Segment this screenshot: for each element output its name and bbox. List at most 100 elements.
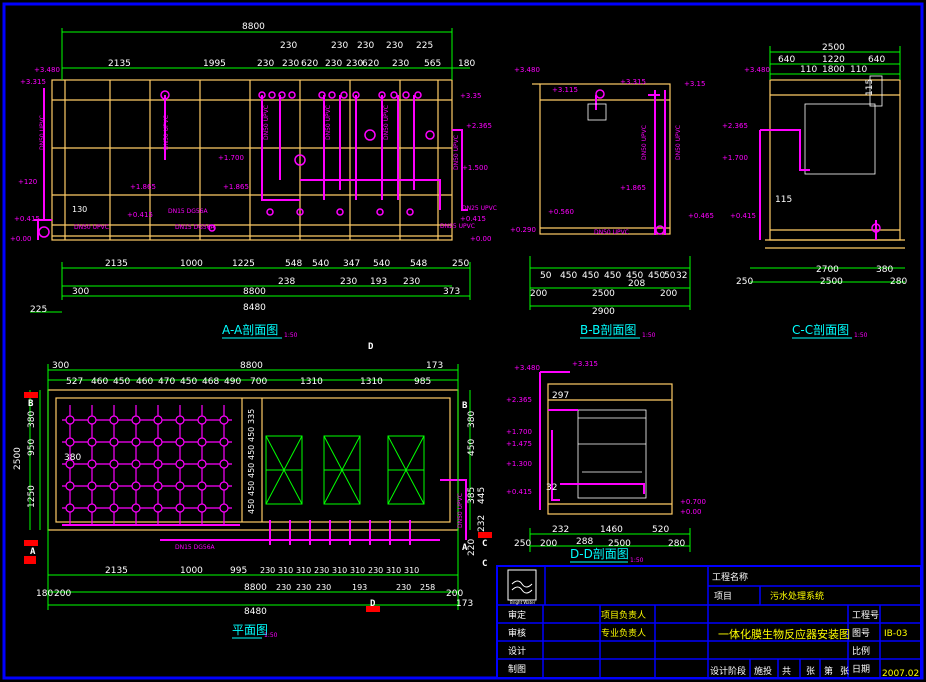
tb-project-label: 项目 — [714, 591, 732, 602]
plan-dim: 310 — [386, 566, 401, 575]
cc-dim: 380 — [876, 265, 893, 275]
bb-scale: 1:50 — [642, 332, 656, 339]
dd-dim: 1460 — [600, 525, 623, 535]
section-mark: D — [368, 342, 374, 352]
cc-dim: 640 — [778, 55, 795, 65]
tb-bottom-label: 第 — [824, 665, 833, 677]
aa-dim: 230 — [386, 41, 403, 51]
bb-dim: 450 — [582, 271, 599, 281]
cc-dim: 2500 — [822, 43, 845, 53]
cc-dim: 1220 — [822, 55, 845, 65]
tb-bottom-label: 共 — [782, 666, 791, 677]
tb-row-label: 审核 — [508, 627, 526, 639]
dd-level: +0.415 — [506, 488, 532, 496]
aa-level: +0.415 — [460, 215, 486, 223]
plan-dim: 8800 — [244, 583, 267, 593]
section-mark: C — [482, 539, 487, 549]
tb-right-label: 工程号 — [852, 610, 879, 621]
plan-membrane-modules — [265, 435, 425, 505]
aa-scale: 1:50 — [284, 332, 298, 339]
aa-level: +1.500 — [462, 164, 488, 172]
cc-dim: 1800 — [822, 65, 845, 75]
plan-dim: 310 — [350, 566, 365, 575]
dd-scale: 1:50 — [630, 557, 644, 564]
plan-dim: 310 — [278, 566, 293, 575]
plan-side-dim: 450 — [467, 439, 477, 456]
bb-note: DN50 UPVC — [594, 229, 629, 236]
dd-dimensions — [529, 528, 691, 552]
plan-dim: 1310 — [300, 377, 323, 387]
plan-dim: 230 — [276, 583, 291, 592]
plan-side-dim: 450 — [247, 463, 256, 478]
plan-dim: 230 — [368, 566, 383, 575]
section-plan: 300 8800 173 527 460 450 460 470 450 468… — [13, 342, 492, 639]
aa-dim: 620 — [362, 59, 379, 69]
cc-title: C-C剖面图 — [792, 323, 849, 337]
aa-level: +0.415 — [14, 215, 40, 223]
cc-dim: 2500 — [820, 277, 843, 287]
dd-dim: 288 — [576, 537, 593, 547]
tb-right-label: 日期 — [852, 664, 870, 675]
cc-level: +1.700 — [722, 154, 748, 162]
tb-project-name-label: 工程名称 — [712, 571, 748, 583]
bb-dim: 50 — [664, 271, 676, 281]
aa-pipe-note: 130 — [72, 205, 87, 214]
aa-dim: 300 — [72, 287, 89, 297]
cc-module — [804, 75, 883, 175]
aa-dim: 8480 — [243, 303, 266, 313]
dd-dim: 32 — [546, 483, 557, 493]
plan-dim: 995 — [230, 566, 247, 576]
bb-level: +3.15 — [684, 80, 705, 88]
aa-pipe-note: DN50 UPVC — [453, 135, 460, 170]
aa-pipe-note: DN50 UPVC — [74, 224, 109, 231]
section-mark: B — [462, 401, 468, 411]
plan-note: DN50 UPVC — [457, 493, 464, 528]
plan-dim: 200 — [446, 589, 463, 599]
bb-level: +3.480 — [514, 66, 540, 74]
aa-level: +1.865 — [223, 183, 249, 191]
aa-level: +3.35 — [460, 92, 481, 100]
cc-dim: 640 — [868, 55, 885, 65]
bb-level: +0.465 — [688, 212, 714, 220]
plan-dim: 230 — [314, 566, 329, 575]
plan-dim: 2135 — [105, 566, 128, 576]
dd-dim: 297 — [552, 391, 569, 401]
aa-pipe-note: DN15 DG56A — [168, 208, 209, 215]
plan-dim: 310 — [296, 566, 311, 575]
tb-bottom-label: 张 — [840, 666, 849, 677]
plan-side-dim: 220 — [467, 539, 477, 556]
plan-pipes — [62, 479, 467, 545]
plan-dim: 527 — [66, 377, 83, 387]
bb-dim: 2500 — [592, 289, 615, 299]
section-mark: D — [370, 599, 376, 609]
bb-level: +0.290 — [510, 226, 536, 234]
cc-dim: 110 — [800, 65, 817, 75]
cc-dim: 115 — [775, 195, 792, 205]
bb-note: DN50 UPVC — [641, 125, 648, 160]
cc-dim: 115 — [865, 79, 875, 96]
plan-side-dim: 335 — [247, 409, 256, 424]
bb-dim: 2900 — [592, 307, 615, 317]
logo-text: Bright Water — [510, 600, 536, 605]
aa-title: A-A剖面图 — [222, 323, 278, 337]
plan-dim: 8800 — [240, 361, 263, 371]
aa-dim: 2135 — [105, 259, 128, 269]
dd-dim: 280 — [668, 539, 685, 549]
section-mark: A — [30, 547, 36, 557]
plan-dim: 173 — [426, 361, 443, 371]
bb-dim: 200 — [660, 289, 677, 299]
aa-dim: 230 — [280, 41, 297, 51]
tb-project-value: 污水处理系统 — [770, 590, 824, 602]
dd-title: D-D剖面图 — [570, 547, 629, 561]
aa-dim-total: 8800 — [242, 22, 265, 32]
tb-right-label: 比例 — [852, 645, 870, 657]
dd-dim: 200 — [540, 539, 557, 549]
plan-dim: 450 — [113, 377, 130, 387]
tb-drawing-title: 一体化膜生物反应器安装图 — [718, 627, 850, 641]
aa-tank — [51, 79, 453, 241]
aa-dim: 620 — [301, 59, 318, 69]
aa-pipe-note: DN50 UPVC — [263, 105, 270, 140]
plan-dimensions — [29, 364, 471, 610]
aa-dim: 230 — [282, 59, 299, 69]
